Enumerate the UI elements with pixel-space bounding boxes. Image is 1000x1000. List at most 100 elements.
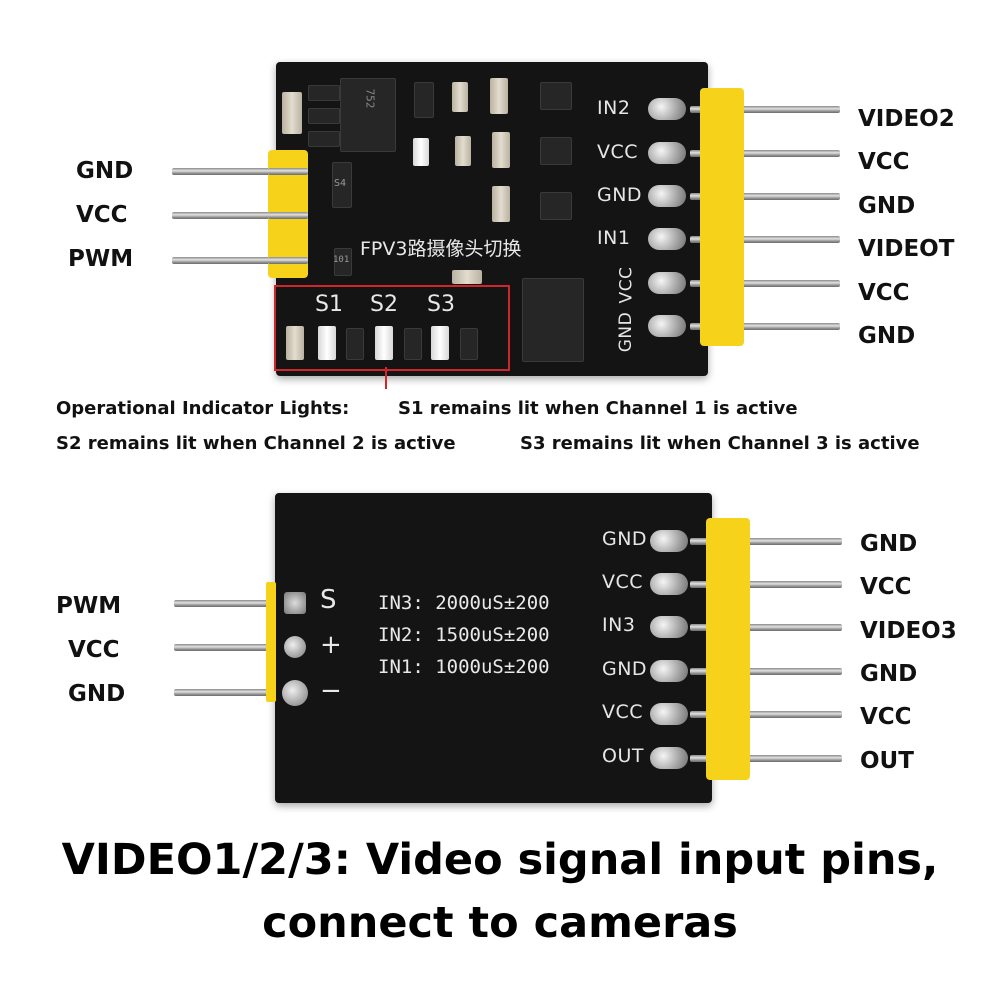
resistor — [404, 328, 422, 360]
indicator-note-s1: S1 remains lit when Channel 1 is active — [398, 398, 798, 419]
label-vcc: VCC — [860, 574, 912, 600]
solder-pad — [648, 228, 686, 250]
solder-pad — [648, 272, 686, 294]
pad-mark-signal: S — [320, 585, 337, 615]
label-gnd: GND — [858, 323, 916, 349]
indicator-note-s2: S2 remains lit when Channel 2 is active — [56, 433, 456, 454]
bottom-right-pin — [690, 755, 842, 762]
capacitor — [455, 136, 471, 166]
pad-label-vcc: VCC — [597, 141, 639, 163]
top-right-pin — [690, 236, 840, 243]
bottom-pcb — [275, 493, 712, 803]
led-s1 — [318, 326, 336, 360]
bottom-right-pin — [690, 668, 842, 675]
indicator-highlight-box — [274, 285, 510, 371]
solder-pad — [648, 98, 686, 120]
highlight-pointer — [385, 367, 387, 389]
solder-pad — [648, 142, 686, 164]
label-vcc: VCC — [858, 280, 910, 306]
pad-label-vcc-vertical: VCC — [616, 266, 637, 304]
regulator-tab — [308, 131, 340, 147]
resistor — [346, 328, 364, 360]
resistor-mark: 101 — [333, 255, 350, 265]
indicator-heading: Operational Indicator Lights: — [56, 398, 350, 419]
resistor — [414, 82, 434, 118]
top-left-pin-vcc — [172, 212, 302, 219]
top-right-header — [700, 88, 744, 346]
board-title-silkscreen: FPV3路摄像头切换 — [360, 238, 522, 260]
label-gnd: GND — [860, 531, 918, 557]
bottom-right-header — [706, 518, 750, 780]
pad-label-out: OUT — [602, 745, 644, 767]
label-gnd: GND — [76, 158, 134, 184]
label-vcc: VCC — [76, 202, 128, 228]
solder-pad — [650, 573, 688, 595]
square-pad — [284, 592, 306, 614]
capacitor — [492, 186, 510, 222]
regulator-chip — [340, 78, 396, 152]
bottom-right-pin — [690, 711, 842, 718]
resistor — [460, 328, 478, 360]
caption-line-1: VIDEO1/2/3: Video signal input pins, — [61, 835, 939, 885]
pad-label-gnd: GND — [602, 658, 648, 680]
bottom-left-header-stub — [266, 582, 276, 702]
top-left-pin-stub — [268, 257, 308, 264]
bottom-left-pin — [174, 600, 294, 607]
solder-pad — [650, 660, 688, 682]
regulator-tab — [308, 108, 340, 124]
mosfet-chip — [540, 82, 572, 110]
led-label-s1: S1 — [315, 292, 343, 317]
led — [413, 138, 429, 166]
capacitor — [490, 78, 508, 114]
capacitor — [452, 270, 482, 284]
mosfet-chip — [540, 137, 572, 165]
top-left-pin-pwm — [172, 257, 302, 264]
solder-pad — [650, 747, 688, 769]
label-gnd: GND — [860, 661, 918, 687]
bottom-left-pin — [174, 689, 294, 696]
round-pad — [284, 636, 306, 658]
capacitor — [286, 326, 304, 360]
label-pwm: PWM — [56, 593, 122, 619]
top-left-pin-stub — [268, 212, 308, 219]
label-vcc: VCC — [858, 149, 910, 175]
solder-pad — [650, 530, 688, 552]
label-vcc: VCC — [68, 637, 120, 663]
label-gnd: GND — [68, 681, 126, 707]
capacitor — [452, 82, 468, 112]
solder-pad — [648, 315, 686, 337]
caption-line-2: connect to cameras — [262, 898, 738, 948]
solder-pad — [650, 616, 688, 638]
bottom-left-pin — [174, 644, 294, 651]
label-video3: VIDEO3 — [860, 618, 957, 644]
bottom-right-pin — [690, 581, 842, 588]
pad-label-vcc: VCC — [602, 571, 644, 593]
bottom-right-pin — [690, 624, 842, 631]
label-vcc: VCC — [860, 704, 912, 730]
regulator-mark: 752 — [363, 88, 377, 109]
pad-label-in3: IN3 — [602, 614, 636, 636]
bottom-right-pin — [690, 538, 842, 545]
timing-in3: IN3: 2000uS±200 — [378, 592, 550, 614]
top-right-pin — [690, 280, 840, 287]
pad-mark-plus: + — [320, 630, 342, 660]
led-s2 — [375, 326, 393, 360]
label-pwm: PWM — [68, 246, 134, 272]
pad-label-in2: IN2 — [597, 97, 631, 119]
timing-in2: IN2: 1500uS±200 — [378, 624, 550, 646]
led-s3 — [431, 326, 449, 360]
diode-mark: S4 — [334, 178, 347, 189]
label-gnd: GND — [858, 193, 916, 219]
pad-label-in1: IN1 — [597, 227, 631, 249]
indicator-note-s3: S3 remains lit when Channel 3 is active — [520, 433, 920, 454]
top-left-pin-stub — [268, 168, 308, 175]
switch-ic — [522, 278, 584, 362]
solder-pad — [650, 703, 688, 725]
round-pad — [282, 680, 308, 706]
mosfet-chip — [540, 192, 572, 220]
label-video2: VIDEO2 — [858, 106, 955, 132]
top-right-pin — [690, 193, 840, 200]
solder-pad — [648, 185, 686, 207]
top-left-pin-gnd — [172, 168, 302, 175]
led-label-s2: S2 — [370, 292, 398, 317]
